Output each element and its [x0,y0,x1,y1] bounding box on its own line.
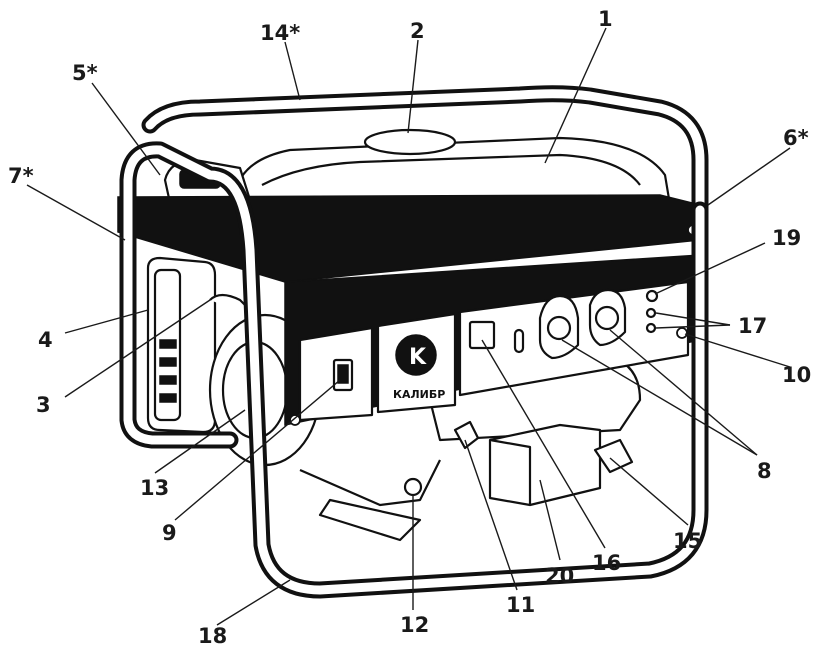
leader-13 [154,409,246,474]
oil-drain [403,477,423,497]
callout-4: 4 [38,328,53,352]
fuel-valve [453,420,480,450]
leader-18 [216,579,291,626]
frame-rear [141,85,709,219]
leader-lines [26,27,791,626]
callout-7: 7* [8,164,34,188]
callout-13: 13 [140,476,169,500]
leader-8b [609,329,758,456]
leader-3 [64,299,211,398]
callout-14: 14* [260,21,300,45]
callout-20: 20 [545,564,574,588]
callout-8: 8 [757,459,772,483]
leader-17b [655,324,731,329]
leader-4 [64,309,149,334]
callout-9: 9 [162,521,177,545]
leader-10 [684,333,791,368]
callout-labels: 1 2 3 4 5* 6* 7* 8 9 10 11 12 13 14* 15 … [8,7,811,648]
callout-1: 1 [598,7,613,31]
callout-6: 6* [783,126,809,150]
fuel-cap [363,128,457,156]
leader-15 [609,457,689,526]
leader-7 [26,184,126,241]
leader-8a [561,339,758,456]
callout-12: 12 [400,613,429,637]
brand-text: КАЛИБР [393,388,445,401]
leader-20 [539,479,561,561]
callout-18: 18 [198,624,227,648]
leader-11 [464,439,518,591]
leader-6 [707,147,791,206]
control-panel: K КАЛИБР [284,254,701,426]
battery [488,423,602,507]
frame-front [119,141,709,599]
leader-14 [284,41,301,101]
callout-15: 15 [673,529,702,553]
leader-16 [481,339,606,549]
callout-16: 16 [592,551,621,575]
callout-5: 5* [72,61,98,85]
callout-11: 11 [506,593,535,617]
leader-2 [407,39,419,134]
leader-1 [544,27,607,164]
leader-9 [174,379,341,521]
leader-5 [91,82,161,176]
leader-19 [654,242,766,295]
callout-3: 3 [36,393,51,417]
callout-10: 10 [782,363,811,387]
base-vibration-mount [318,438,634,542]
callout-17: 17 [738,314,767,338]
callout-19: 19 [772,226,801,250]
leader-17a [655,312,731,326]
logo-letter: K [409,345,427,370]
callout-2: 2 [410,19,425,43]
muffler [146,256,217,434]
